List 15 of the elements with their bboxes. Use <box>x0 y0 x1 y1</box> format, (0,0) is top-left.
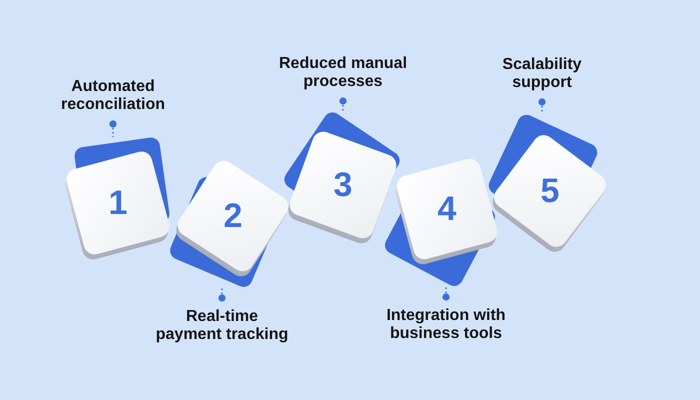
number-tile <box>385 158 498 286</box>
step-number: 5 <box>540 174 560 208</box>
number-tile <box>170 160 289 287</box>
step-label: Integration with business tools <box>384 307 508 343</box>
step-number: 1 <box>108 186 128 220</box>
step-number: 3 <box>334 168 352 202</box>
number-tile <box>488 114 606 252</box>
step-label: Real-time payment tracking <box>153 308 291 344</box>
number-tile <box>65 137 170 260</box>
number-tile <box>284 112 400 244</box>
step-label: Reduced manual processes <box>276 55 410 91</box>
step-label: Automated reconciliation <box>55 78 171 114</box>
step-number: 4 <box>438 192 456 226</box>
step-number: 2 <box>224 199 242 233</box>
step-label: Scalability support <box>494 56 590 92</box>
